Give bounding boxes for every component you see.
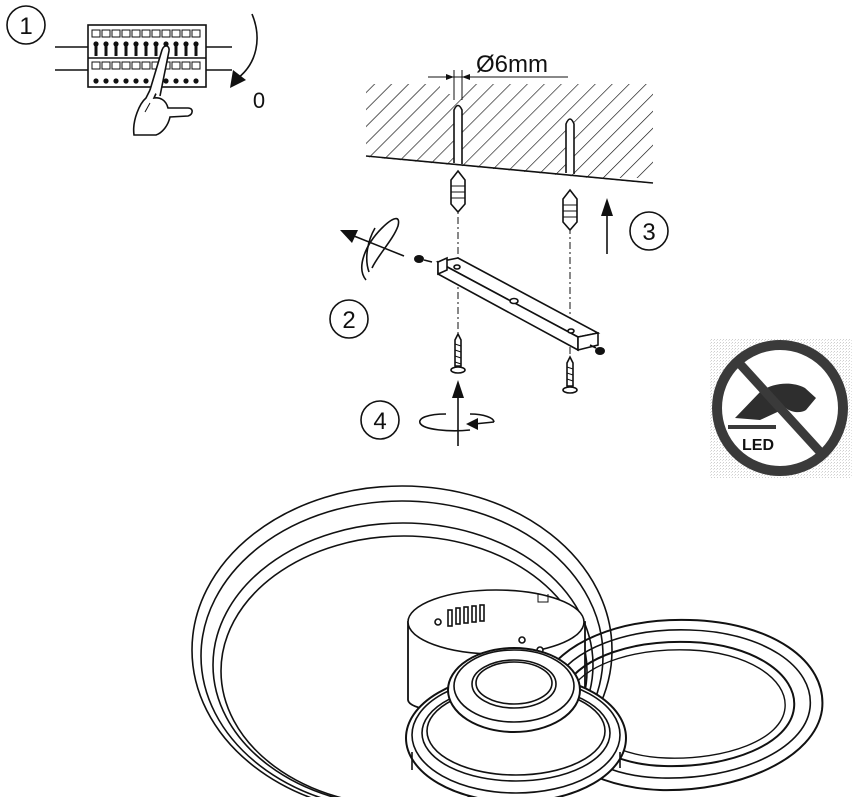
bracket-center-hole (509, 297, 519, 305)
terminal-slot (91, 61, 101, 70)
terminal-slot (141, 61, 151, 70)
ceiling-section: Ø6mm (365, 51, 654, 200)
prohibition-slash (736, 360, 826, 458)
step-2-number: 2 (342, 307, 355, 334)
terminal-screw (133, 78, 139, 84)
terminal-slot (91, 29, 101, 38)
unscrew-rotation-icon (361, 217, 400, 281)
terminal-slot (141, 29, 151, 38)
terminal-screw (103, 78, 109, 84)
terminal-slot (101, 61, 111, 70)
step-3-circle (629, 211, 669, 251)
terminal-slot (111, 61, 121, 70)
led-label: LED (742, 437, 774, 454)
terminal-slot (171, 61, 181, 70)
step-3-number: 3 (642, 219, 655, 246)
terminal-screw (173, 78, 179, 84)
terminal-slot (161, 29, 171, 38)
step-4-number: 4 (373, 408, 386, 435)
drill-diameter-label: Ø6mm (476, 51, 548, 78)
terminal-block-icon (55, 24, 232, 88)
breaker-off-label: 0 (253, 88, 265, 113)
terminal-slot (131, 61, 141, 70)
terminal-slot (191, 61, 201, 70)
bracket-screw-right (589, 344, 605, 355)
step-4-circle (360, 400, 400, 440)
wall-plug-left (450, 169, 466, 214)
terminal-screw (193, 78, 199, 84)
canopy-vent-slots (447, 604, 485, 627)
terminal-slot (181, 29, 191, 38)
ceiling-lamp-illustration (191, 485, 824, 797)
terminal-screw (113, 78, 119, 84)
terminal-slot (191, 29, 201, 38)
drill-hole-left (453, 104, 463, 164)
center-disc-light (447, 647, 581, 733)
step-1-power-off: 1 0 (6, 5, 265, 136)
terminal-slot (131, 29, 141, 38)
ceiling-surface-line (365, 155, 654, 184)
terminal-screw (143, 78, 149, 84)
drill-hole-right (565, 118, 575, 174)
terminal-slot (121, 29, 131, 38)
right-ring (541, 618, 824, 792)
mounting-bracket (435, 256, 601, 352)
step-2-remove-bracket: 2 (329, 217, 605, 355)
wall-plug-right (562, 188, 578, 232)
screw-in-up-arrow (452, 380, 464, 446)
terminal-slot (171, 29, 181, 38)
terminal-slot (151, 29, 161, 38)
bracket-screw-left (414, 255, 433, 263)
drill-diameter-dimension (428, 70, 568, 100)
pull-out-arrow (340, 230, 405, 257)
terminal-screw (163, 78, 169, 84)
screw-right (562, 355, 578, 394)
insert-up-arrow (601, 198, 613, 254)
step-2-circle (329, 299, 369, 339)
terminal-slot (181, 61, 191, 70)
terminal-slot (121, 61, 131, 70)
screw-left (450, 332, 466, 374)
terminal-screw (123, 78, 129, 84)
turn-off-arrow (230, 13, 258, 88)
terminal-screw (93, 78, 99, 84)
step-4-screws: 4 (360, 332, 578, 446)
terminal-slot (111, 29, 121, 38)
hand-icon (132, 45, 193, 136)
terminal-screw (183, 78, 189, 84)
no-led-replacement-icon: LED (710, 338, 852, 478)
screw-rotation-icon (419, 413, 495, 432)
step-1-number: 1 (19, 13, 32, 40)
step-1-circle (6, 5, 46, 45)
terminal-slot (101, 29, 111, 38)
